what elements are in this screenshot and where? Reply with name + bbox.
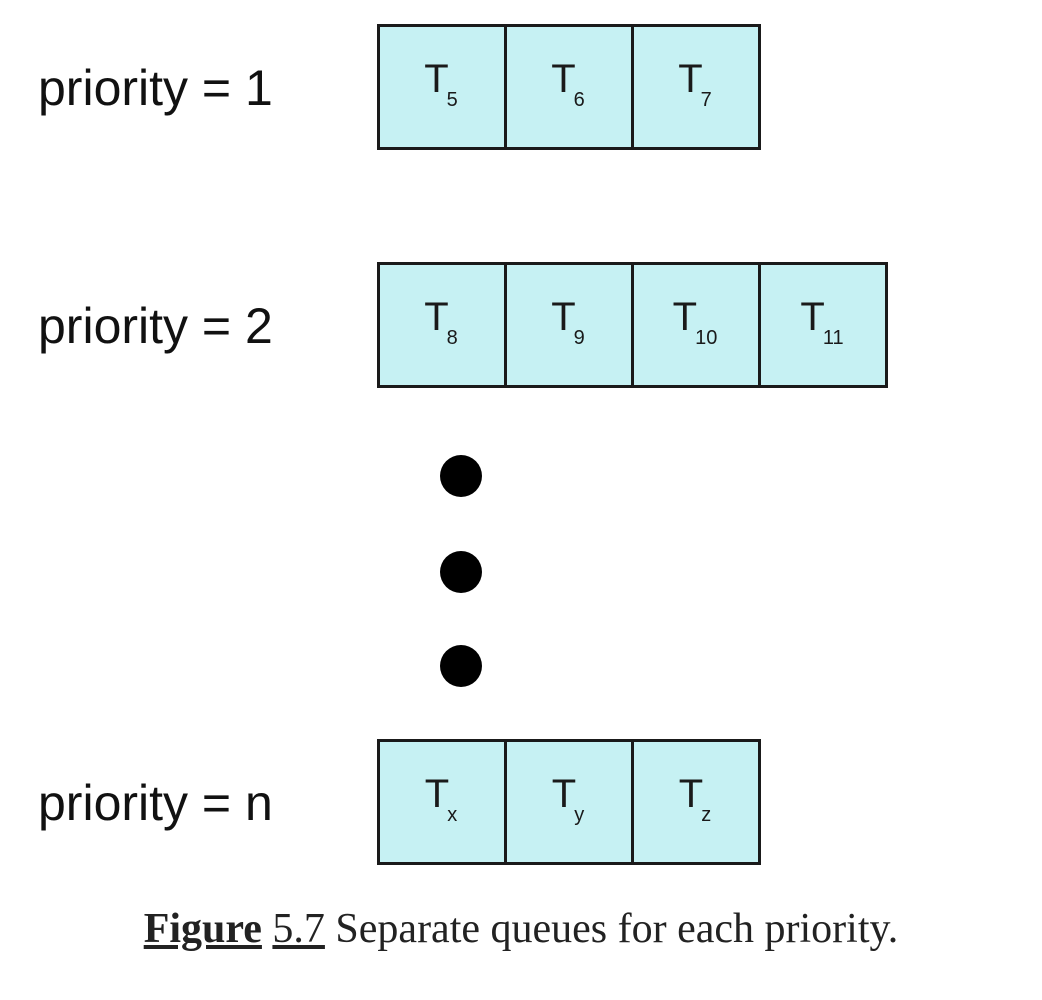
queue-label: priority = n <box>38 775 273 831</box>
queue-row-priority-n: priority = n Tx Ty Tz <box>0 739 1042 869</box>
task-cell: T7 <box>634 27 758 147</box>
task-label: T11 <box>800 295 844 349</box>
figure-caption: Figure 5.7 Separate queues for each prio… <box>0 905 1042 953</box>
task-label: T5 <box>424 57 458 111</box>
task-cell: T6 <box>507 27 634 147</box>
task-cell: T11 <box>761 265 885 385</box>
queue-label: priority = 1 <box>38 60 273 116</box>
ellipsis-dots <box>440 455 484 695</box>
figure-number: 5.7 <box>272 906 325 952</box>
task-label: T7 <box>678 57 712 111</box>
queue-row-priority-2: priority = 2 T8 T9 T10 T11 <box>0 262 1042 392</box>
task-label: T9 <box>551 295 585 349</box>
dot-icon <box>440 645 482 687</box>
task-cell: T5 <box>380 27 507 147</box>
task-cell: T8 <box>380 265 507 385</box>
dot-icon <box>440 551 482 593</box>
task-cell: Tx <box>380 742 507 862</box>
task-label: Tz <box>678 772 712 826</box>
task-cell: Ty <box>507 742 634 862</box>
queue-row-priority-1: priority = 1 T5 T6 T7 <box>0 24 1042 154</box>
task-label: Tx <box>424 772 458 826</box>
task-cell: T9 <box>507 265 634 385</box>
task-cell: T10 <box>634 265 761 385</box>
figure-caption-text: Separate queues for each priority. <box>335 906 899 952</box>
task-label: T8 <box>424 295 458 349</box>
task-label: T6 <box>551 57 585 111</box>
queue-boxes: T5 T6 T7 <box>377 24 761 150</box>
queue-boxes: T8 T9 T10 T11 <box>377 262 888 388</box>
queue-label: priority = 2 <box>38 298 273 354</box>
dot-icon <box>440 455 482 497</box>
queue-boxes: Tx Ty Tz <box>377 739 761 865</box>
task-cell: Tz <box>634 742 758 862</box>
task-label: Ty <box>551 772 585 826</box>
figure-label: Figure <box>143 906 262 952</box>
task-label: T10 <box>672 295 718 349</box>
